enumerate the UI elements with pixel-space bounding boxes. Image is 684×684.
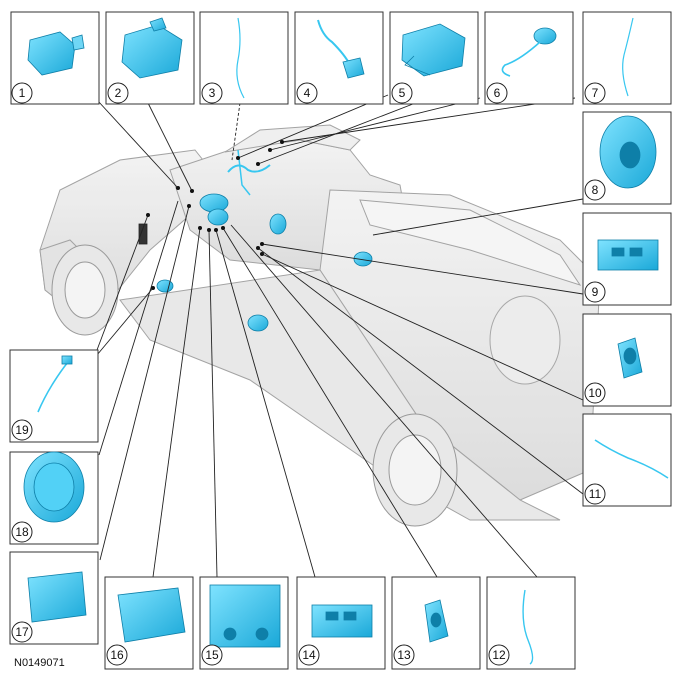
callout-label: 19 — [15, 423, 29, 437]
callout-number-2: 2 — [107, 82, 129, 104]
callout-number-3: 3 — [201, 82, 223, 104]
callout-label: 6 — [494, 86, 501, 100]
callout-label: 14 — [302, 648, 316, 662]
callout-label: 18 — [15, 525, 29, 539]
callout-number-4: 4 — [296, 82, 318, 104]
figure-id: N0149071 — [14, 657, 65, 669]
callout-number-8: 8 — [584, 179, 606, 201]
callout-number-17: 17 — [11, 621, 33, 643]
callout-number-9: 9 — [584, 281, 606, 303]
rear-wheel-far — [489, 295, 561, 385]
callout-label: 12 — [492, 648, 506, 662]
leader-lines — [96, 94, 584, 578]
front-wheel — [51, 244, 119, 336]
callout-label: 10 — [588, 386, 602, 400]
part-illustrations — [23, 17, 669, 665]
callout-label: 17 — [15, 625, 29, 639]
callout-number-15: 15 — [201, 644, 223, 666]
callout-number-7: 7 — [584, 82, 606, 104]
callout-number-13: 13 — [393, 644, 415, 666]
callout-label: 16 — [110, 648, 124, 662]
callout-label: 1 — [19, 86, 26, 100]
rear-wheel-near — [372, 413, 458, 527]
callout-number-19: 19 — [11, 419, 33, 441]
callout-label: 9 — [592, 285, 599, 299]
callout-number-14: 14 — [298, 644, 320, 666]
callout-frames — [9, 11, 672, 670]
callout-label: 3 — [209, 86, 216, 100]
leader-dots — [146, 140, 284, 290]
callout-label: 7 — [592, 86, 599, 100]
callout-number-5: 5 — [391, 82, 413, 104]
callout-number-12: 12 — [488, 644, 510, 666]
callout-label: 11 — [589, 487, 602, 501]
callout-number-16: 16 — [106, 644, 128, 666]
callout-number-1: 1 — [11, 82, 33, 104]
callout-label: 8 — [592, 183, 599, 197]
callout-number-6: 6 — [486, 82, 508, 104]
callout-label: 13 — [397, 648, 411, 662]
callout-number-18: 18 — [11, 521, 33, 543]
callout-number-10: 10 — [584, 382, 606, 404]
callout-label: 5 — [399, 86, 406, 100]
callout-label: 15 — [205, 648, 219, 662]
installed-parts — [138, 149, 373, 332]
callout-number-11: 11 — [584, 483, 606, 505]
callout-label: 2 — [115, 86, 122, 100]
callout-label: 4 — [304, 86, 311, 100]
